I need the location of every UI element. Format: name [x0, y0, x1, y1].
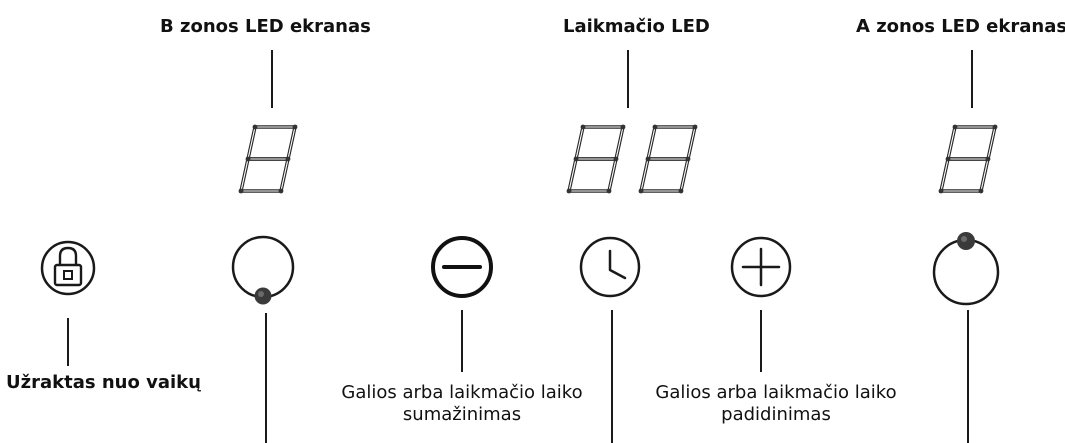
zone-a-digit [938, 124, 998, 194]
timer-digit-tens [566, 124, 626, 194]
increase-label: Galios arba laikmačio laiko padidinimas [655, 382, 897, 425]
timer-digit-ones [638, 124, 698, 194]
zone-b-power-icon[interactable] [231, 235, 295, 305]
minus-icon[interactable] [431, 236, 493, 298]
timer-led-label: Laikmačio LED [563, 16, 710, 37]
plus-icon[interactable] [730, 236, 792, 298]
zone-b-display-label: B zonos LED ekranas [160, 16, 371, 37]
clock-icon[interactable] [579, 236, 641, 298]
child-lock-label: Užraktas nuo vaikų [6, 372, 201, 393]
decrease-label: Galios arba laikmačio laiko sumažinimas [341, 382, 583, 425]
leader-lines [67, 50, 973, 443]
zone-b-digit [238, 124, 298, 194]
lock-icon[interactable] [40, 240, 96, 296]
zone-a-display-label: A zonos LED ekranas [856, 16, 1065, 37]
zone-a-power-icon[interactable] [932, 232, 1000, 306]
